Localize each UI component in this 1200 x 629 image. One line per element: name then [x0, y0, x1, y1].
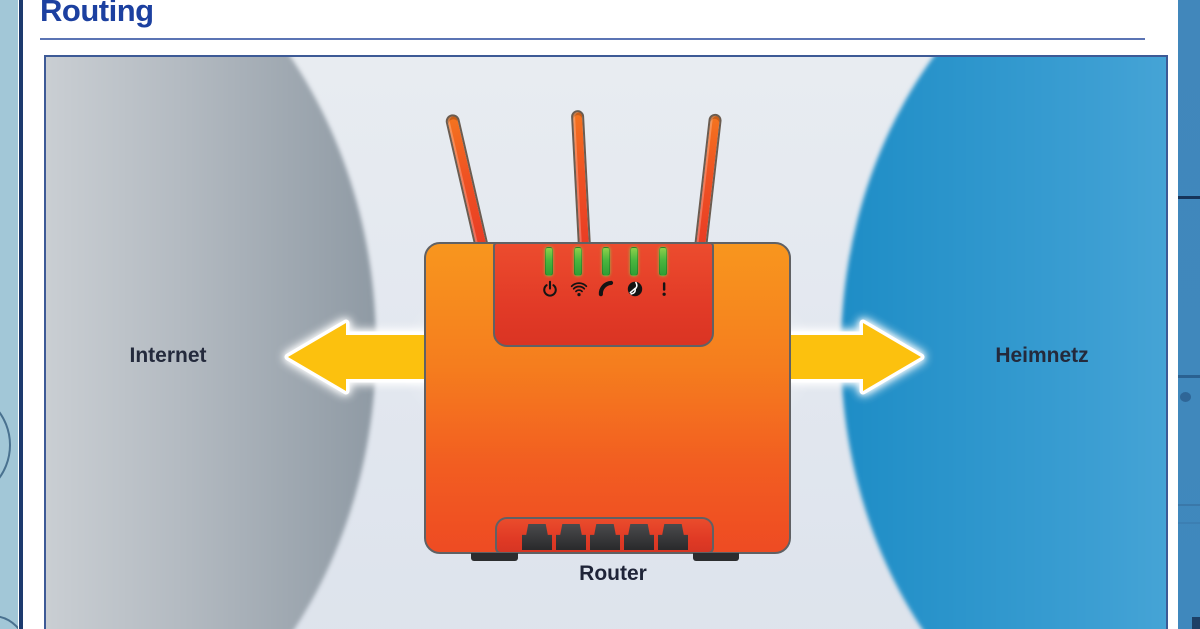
- led-indicator: [602, 247, 610, 276]
- led-indicator: [545, 247, 553, 276]
- page-title: Routing: [40, 0, 154, 28]
- wifi-icon: [570, 280, 588, 298]
- routing-diagram: Internet Heimnetz Router: [44, 55, 1168, 629]
- page-edge-line: [1178, 522, 1200, 524]
- phone-icon: [598, 280, 616, 298]
- title-rule: [40, 38, 1145, 40]
- decorative-arc: [0, 615, 18, 629]
- power-icon: [541, 280, 559, 298]
- router-label: Router: [579, 562, 647, 585]
- led-indicator: [574, 247, 582, 276]
- ethernet-port: [624, 524, 654, 550]
- heimnetz-label: Heimnetz: [995, 344, 1089, 367]
- spine-line: [19, 0, 23, 629]
- router-ports-panel: [495, 517, 714, 554]
- page-edge-line: [1178, 504, 1200, 506]
- page-corner-block: [1192, 617, 1200, 629]
- internet-label: Internet: [129, 344, 207, 367]
- router-foot: [693, 553, 739, 561]
- arrow-left-icon: [284, 319, 431, 395]
- led-indicator: [630, 247, 638, 276]
- ethernet-port: [658, 524, 688, 550]
- ethernet-port: [590, 524, 620, 550]
- ethernet-port: [522, 524, 552, 550]
- alert-icon: [655, 280, 673, 298]
- led-indicator: [659, 247, 667, 276]
- ethernet-port: [556, 524, 586, 550]
- router-led-panel: [493, 242, 714, 347]
- page-edge-dot: [1180, 392, 1191, 402]
- router-foot: [471, 553, 518, 561]
- arrow-right-icon: [789, 319, 925, 395]
- decorative-arc: [0, 388, 11, 502]
- page-edge-line: [1178, 375, 1200, 378]
- left-edge-strip: [0, 0, 18, 629]
- right-page-edge: [1178, 0, 1200, 629]
- fan-icon: [626, 280, 644, 298]
- page-edge-line: [1178, 196, 1200, 199]
